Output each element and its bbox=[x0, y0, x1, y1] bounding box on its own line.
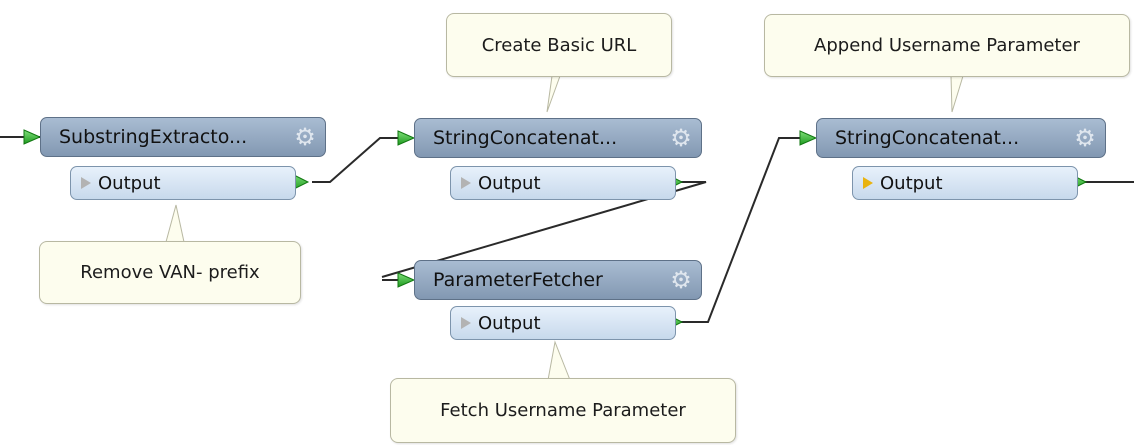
gear-icon[interactable]: ⚙ bbox=[1074, 124, 1096, 152]
annotation-remove-van-prefix[interactable]: Remove VAN- prefix bbox=[39, 241, 301, 304]
input-port-arrow-icon[interactable] bbox=[397, 272, 416, 288]
output-port[interactable]: Output bbox=[450, 166, 676, 200]
transformer-string-concatenator-2[interactable]: StringConcatenat... ⚙ bbox=[816, 118, 1106, 158]
transformer-string-concatenator[interactable]: StringConcatenat... ⚙ bbox=[414, 118, 702, 158]
input-port-arrow-icon[interactable] bbox=[397, 130, 416, 146]
triangle-right-icon bbox=[461, 317, 471, 329]
callout-tail-remove-prefix bbox=[165, 204, 185, 243]
connection-line[interactable] bbox=[381, 181, 707, 278]
transformer-title: StringConcatenat... bbox=[835, 127, 1020, 149]
gear-icon[interactable]: ⚙ bbox=[670, 266, 692, 294]
annotation-fetch-username-parameter[interactable]: Fetch Username Parameter bbox=[390, 378, 736, 443]
output-port[interactable]: Output bbox=[70, 166, 296, 200]
gear-icon[interactable]: ⚙ bbox=[294, 123, 316, 151]
annotation-text: Fetch Username Parameter bbox=[440, 400, 686, 421]
connection-line[interactable] bbox=[680, 137, 812, 323]
gear-icon[interactable]: ⚙ bbox=[670, 124, 692, 152]
annotation-text: Append Username Parameter bbox=[814, 35, 1080, 56]
input-port-arrow-icon[interactable] bbox=[799, 130, 818, 146]
triangle-right-icon bbox=[81, 177, 91, 189]
transformer-parameter-fetcher[interactable]: ParameterFetcher ⚙ bbox=[414, 260, 702, 300]
annotation-create-basic-url[interactable]: Create Basic URL bbox=[446, 13, 672, 77]
output-port-label: Output bbox=[478, 172, 541, 194]
callout-tail-append-username bbox=[950, 75, 964, 113]
callout-tail-fetch-username bbox=[547, 340, 571, 381]
transformer-title: SubstringExtracto... bbox=[59, 126, 248, 148]
transformer-title: StringConcatenat... bbox=[433, 127, 618, 149]
output-port-label: Output bbox=[880, 172, 943, 194]
output-port-label: Output bbox=[478, 312, 541, 334]
annotation-text: Create Basic URL bbox=[481, 34, 637, 56]
transformer-substring-extractor[interactable]: SubstringExtracto... ⚙ bbox=[40, 117, 326, 157]
triangle-right-icon bbox=[461, 177, 471, 189]
connection-line[interactable] bbox=[312, 137, 410, 183]
output-port[interactable]: Output bbox=[852, 166, 1078, 200]
triangle-right-icon bbox=[863, 177, 873, 189]
output-port[interactable]: Output bbox=[450, 306, 676, 340]
input-port-arrow-icon[interactable] bbox=[23, 129, 42, 145]
transformer-title: ParameterFetcher bbox=[433, 269, 603, 291]
annotation-append-username-parameter[interactable]: Append Username Parameter bbox=[764, 14, 1130, 77]
callout-tail-basic-url bbox=[546, 75, 561, 113]
output-port-label: Output bbox=[98, 172, 161, 194]
annotation-text: Remove VAN- prefix bbox=[80, 262, 260, 283]
